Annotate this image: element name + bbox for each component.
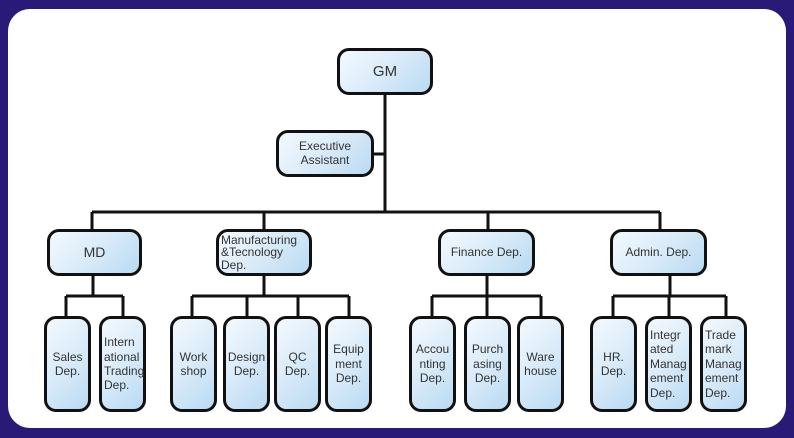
node-integrated-management: Integr ated Manag ement Dep.: [645, 316, 692, 412]
node-trademark-management: Trade mark Manag ement Dep.: [700, 316, 747, 412]
node-executive-assistant: Executive Assistant: [276, 130, 374, 177]
node-gm: GM: [337, 48, 433, 95]
node-md: MD: [47, 229, 142, 276]
node-sales: Sales Dep.: [44, 316, 91, 412]
node-admin: Admin. Dep.: [610, 229, 707, 276]
node-finance: Finance Dep.: [438, 229, 535, 276]
node-warehouse: Ware house: [517, 316, 564, 412]
node-equipment: Equip ment Dep.: [325, 316, 372, 412]
node-workshop: Work shop: [170, 316, 217, 412]
node-accounting: Accou nting Dep.: [409, 316, 456, 412]
node-international-trading: Intern ational Trading Dep.: [99, 316, 146, 412]
node-purchasing: Purch asing Dep.: [464, 316, 511, 412]
node-manufacturing: Manufacturing &Tecnology Dep.: [216, 229, 312, 276]
node-hr: HR. Dep.: [590, 316, 637, 412]
node-qc: QC Dep.: [274, 316, 321, 412]
node-design: Design Dep.: [223, 316, 270, 412]
